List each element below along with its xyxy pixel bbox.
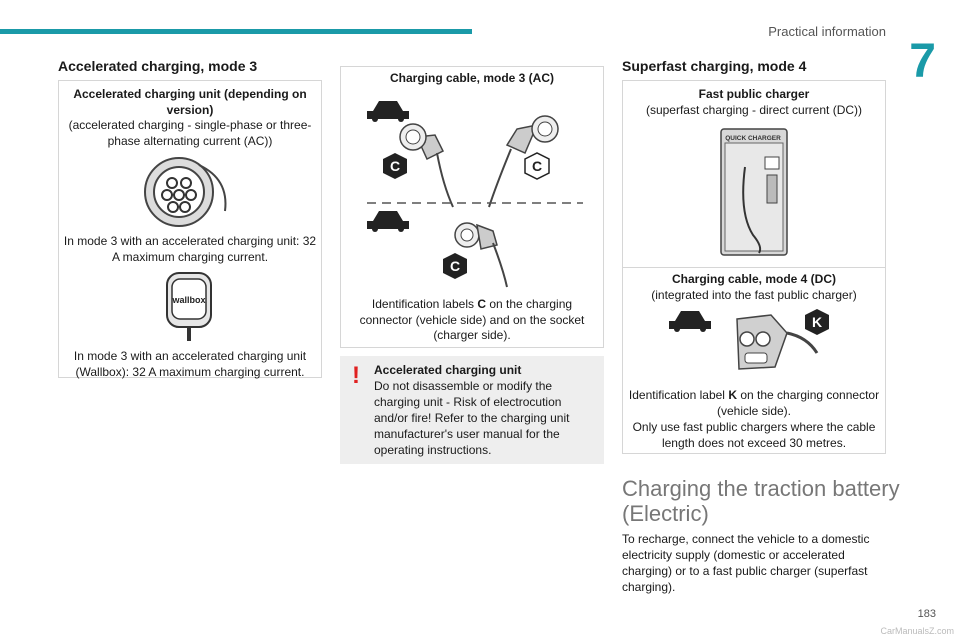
svg-text:C: C xyxy=(390,158,400,174)
mode3-note-wallbox: In mode 3 with an accelerated charging u… xyxy=(73,349,307,379)
mode4-heading: Superfast charging, mode 4 xyxy=(622,58,807,74)
warning-icon: ! xyxy=(352,362,360,389)
page-number: 183 xyxy=(917,608,936,620)
box-divider xyxy=(623,267,885,268)
wallbox-label: wallbox xyxy=(171,295,205,305)
mode3-note-unit: In mode 3 with an accelerated charging u… xyxy=(63,234,317,264)
identification-label-k-note: Identification label K on the charging c… xyxy=(628,388,880,418)
mode4-box: Fast public charger (superfast charging … xyxy=(622,80,886,454)
running-header: Practical information xyxy=(768,24,886,39)
mode3-cable-illustration: C C C xyxy=(367,101,583,288)
section-title: Charging the traction battery (Electric) xyxy=(622,476,900,526)
fast-charger-description: (superfast charging - direct current (DC… xyxy=(645,103,863,117)
cable-title: Charging cable, mode 3 (AC) xyxy=(389,71,555,85)
fast-charger-title: Fast public charger xyxy=(698,87,810,101)
header-rule xyxy=(0,29,472,34)
label-c-icon: C xyxy=(524,152,550,180)
car-icon xyxy=(367,101,409,122)
chapter-number: 7 xyxy=(909,35,936,88)
charger-label: QUICK CHARGER xyxy=(725,135,781,142)
car-icon xyxy=(367,211,409,232)
unit-title: Accelerated charging unit (depending on … xyxy=(73,87,307,117)
cable4-title: Charging cable, mode 4 (DC) xyxy=(671,272,837,286)
cable-length-note: Only use fast public chargers where the … xyxy=(632,420,876,450)
label-k-icon: K xyxy=(805,309,829,335)
wallbox-icon: wallbox xyxy=(166,272,212,341)
mode3-heading: Accelerated charging, mode 3 xyxy=(58,58,258,74)
plug-icon xyxy=(488,115,559,208)
plug-icon xyxy=(399,123,454,208)
mode4-cable-illustration: K xyxy=(669,309,829,370)
mode3-cable-box: Charging cable, mode 3 (AC) C C xyxy=(340,66,604,348)
plug-icon xyxy=(454,222,508,288)
label-c-icon: C xyxy=(443,253,467,279)
unit-description: (accelerated charging - single-phase or … xyxy=(68,118,312,148)
watermark: CarManualsZ.com xyxy=(880,626,954,636)
identification-labels-note: Identification labels C on the charging … xyxy=(359,297,585,342)
mode3-unit-box: Accelerated charging unit (depending on … xyxy=(58,80,322,379)
dc-plug-icon xyxy=(736,314,819,370)
car-icon xyxy=(669,311,711,332)
cable4-description: (integrated into the fast public charger… xyxy=(651,288,857,302)
svg-text:C: C xyxy=(532,158,542,174)
svg-text:C: C xyxy=(450,258,460,274)
svg-text:K: K xyxy=(812,314,822,330)
quick-charger-icon: QUICK CHARGER xyxy=(720,128,788,256)
section-paragraph: To recharge, connect the vehicle to a do… xyxy=(622,532,870,594)
socket-icon xyxy=(144,157,227,227)
label-c-icon: C xyxy=(383,153,407,179)
